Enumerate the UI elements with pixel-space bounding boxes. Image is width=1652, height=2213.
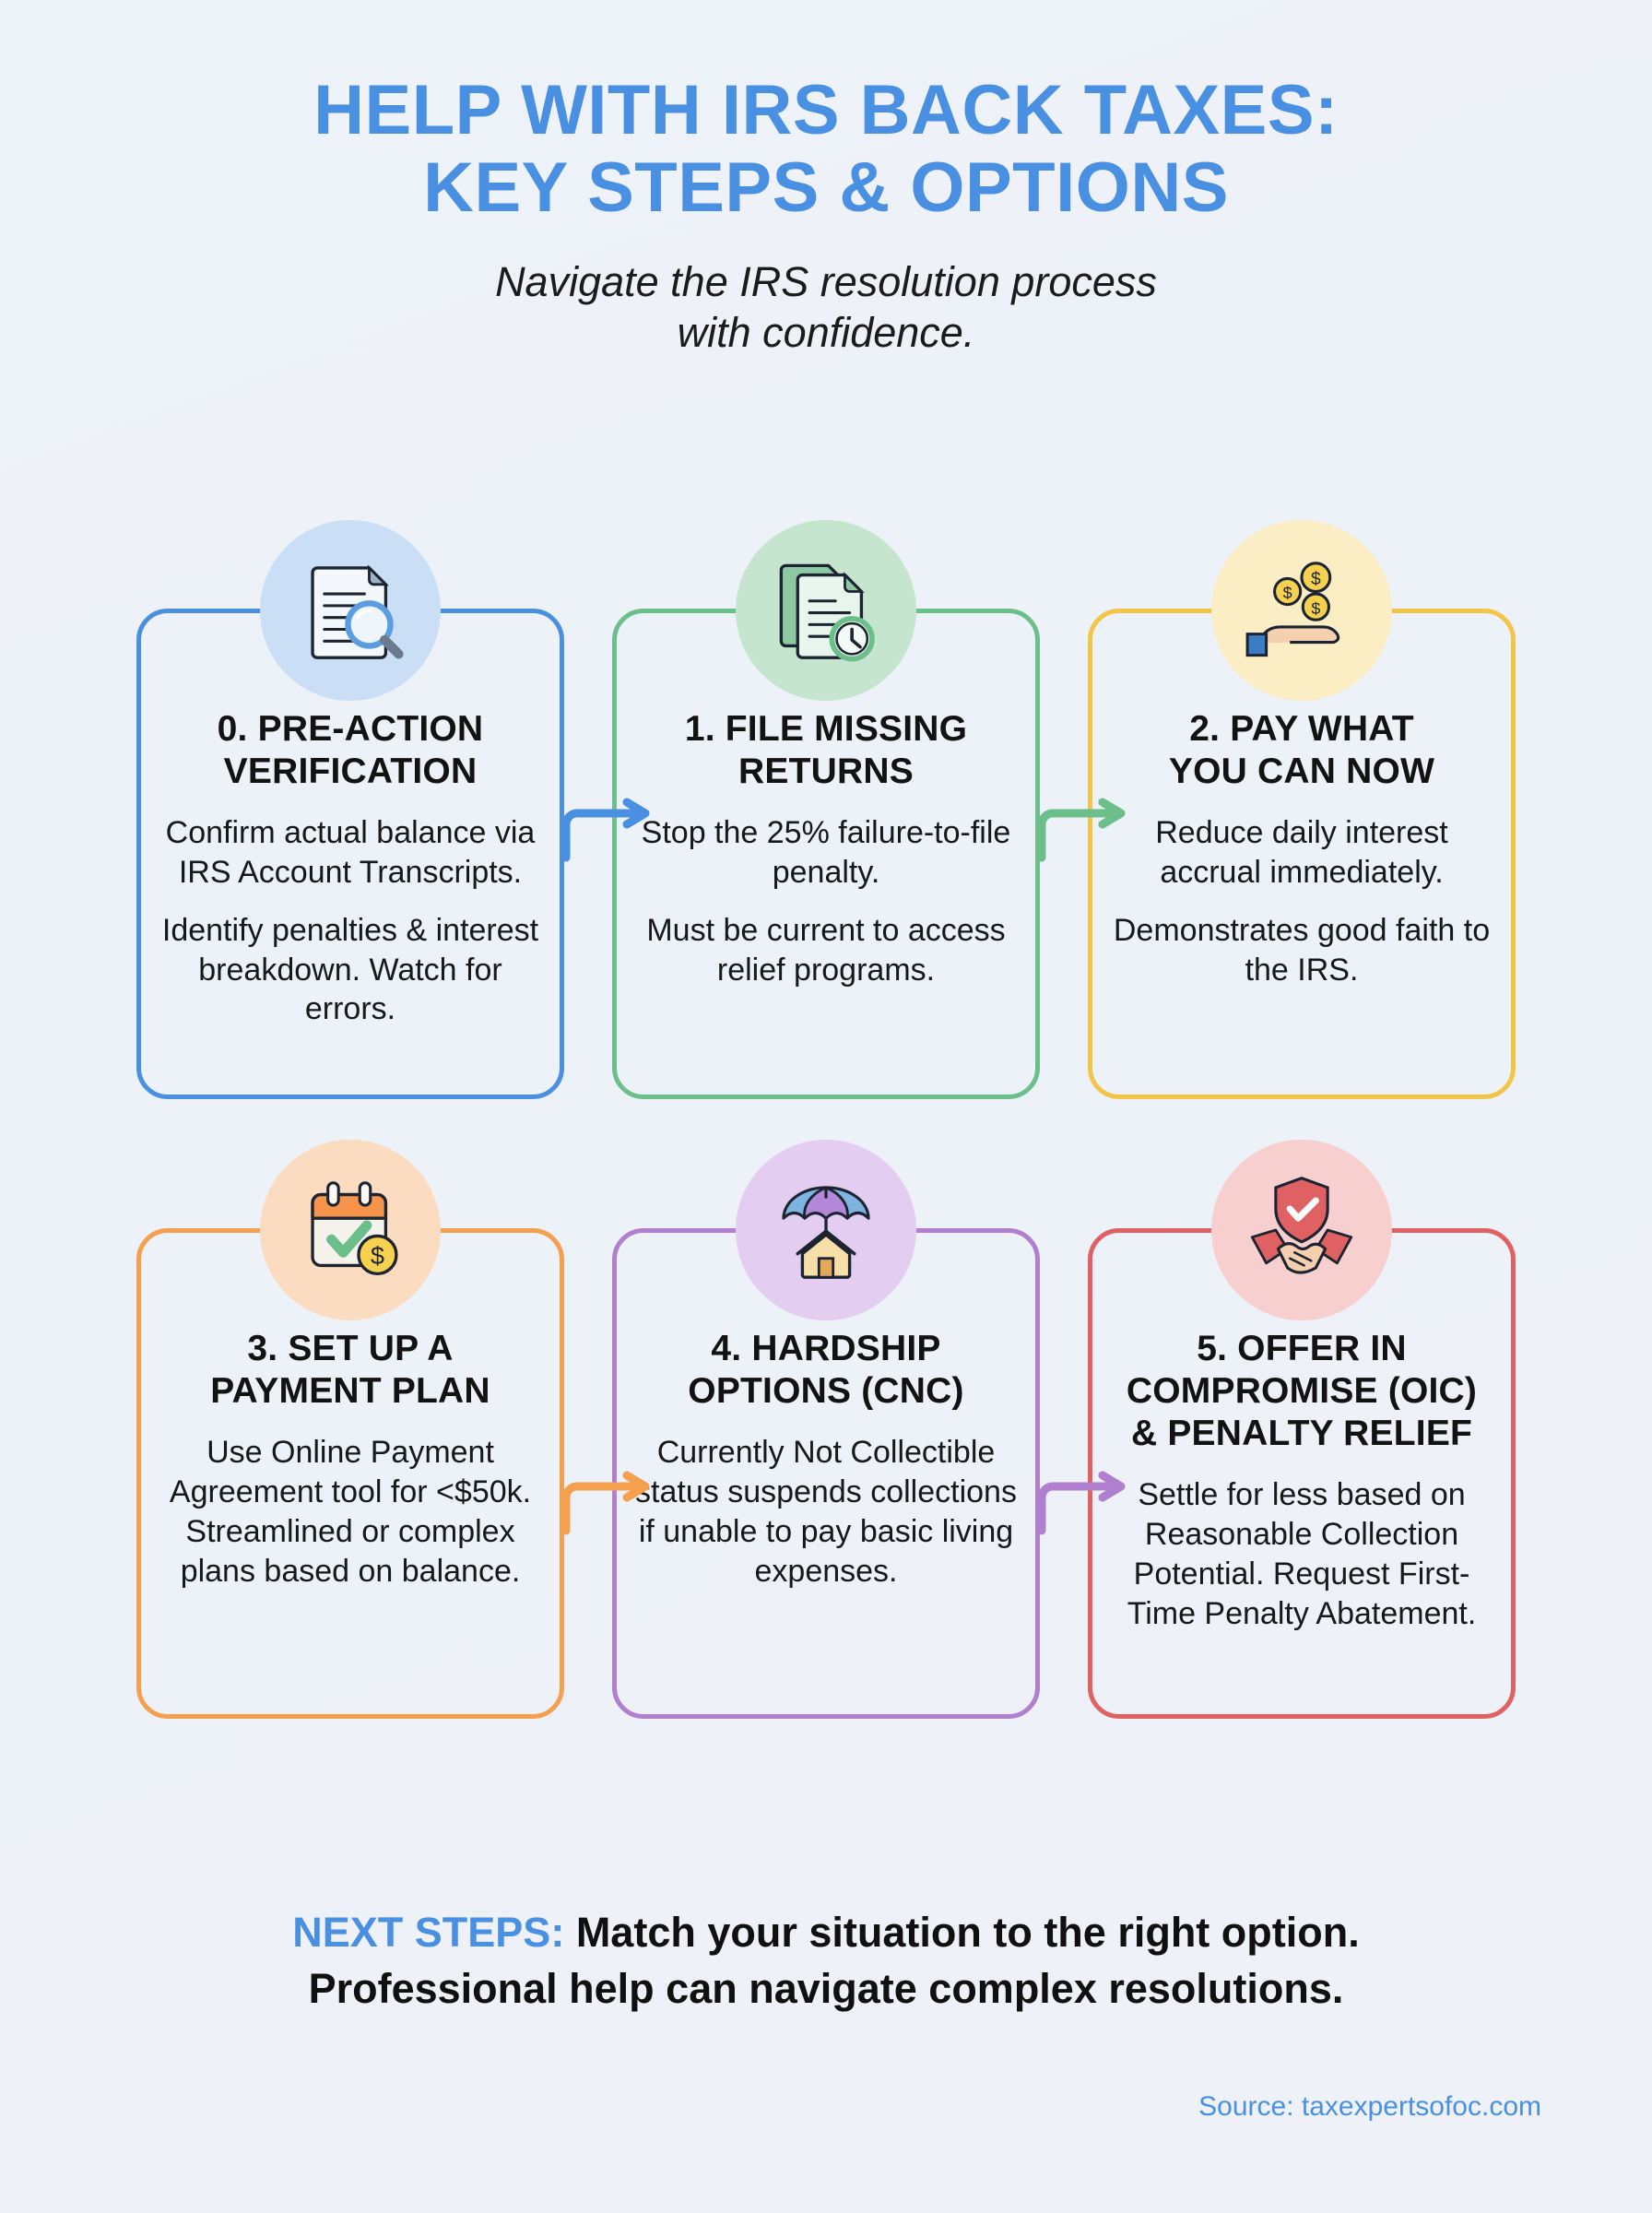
step-title-line-2: COMPROMISE (OIC) — [1126, 1371, 1478, 1412]
step-title-line-2: VERIFICATION — [223, 751, 478, 792]
step-title-5: 5. OFFER IN COMPROMISE (OIC) & PENALTY R… — [1108, 1328, 1495, 1455]
step-title-line-2: RETURNS — [738, 751, 914, 792]
step-title-4: 4. HARDSHIP OPTIONS (CNC) — [632, 1328, 1020, 1413]
step-para-1-2: Must be current to access relief program… — [646, 912, 1006, 988]
step-para-5-1: Settle for less based on Reasonable Coll… — [1127, 1477, 1477, 1631]
handshake-shield-icon — [1211, 1140, 1392, 1320]
svg-text:$: $ — [1283, 584, 1292, 602]
step-title-line-1: 4. HARDSHIP — [711, 1329, 941, 1368]
step-card-body-1: 1. FILE MISSING RETURNS Stop the 25% fai… — [612, 708, 1040, 989]
svg-text:$: $ — [371, 1242, 384, 1270]
step-para-0-1: Confirm actual balance via IRS Account T… — [165, 815, 536, 890]
step-title-line-1: 2. PAY WHAT — [1189, 709, 1414, 749]
step-title-3: 3. SET UP A PAYMENT PLAN — [157, 1328, 544, 1413]
svg-text:$: $ — [1311, 570, 1321, 589]
step-card-body-5: 5. OFFER IN COMPROMISE (OIC) & PENALTY R… — [1088, 1328, 1516, 1633]
step-title-line-2: YOU CAN NOW — [1168, 751, 1435, 792]
step-para-1-1: Stop the 25% failure-to-file penalty. — [641, 815, 1011, 890]
step-title-0: 0. PRE-ACTION VERIFICATION — [157, 708, 544, 793]
svg-text:$: $ — [1311, 599, 1320, 618]
step-para-2-1: Reduce daily interest accrual immediatel… — [1155, 815, 1448, 890]
umbrella-house-icon — [736, 1140, 916, 1320]
step-title-line-3: & PENALTY RELIEF — [1130, 1414, 1473, 1454]
page-title: HELP WITH IRS BACK TAXES: KEY STEPS & OP… — [0, 72, 1652, 226]
page-subtitle: Navigate the IRS resolution process with… — [0, 257, 1652, 359]
documents-clock-icon — [736, 520, 916, 701]
step-card-body-4: 4. HARDSHIP OPTIONS (CNC) Currently Not … — [612, 1328, 1040, 1591]
step-card-body-3: 3. SET UP A PAYMENT PLAN Use Online Paym… — [136, 1328, 564, 1591]
source-attribution: Source: taxexpertsofoc.com — [1198, 2091, 1541, 2122]
step-cell-3: $ 3. SET UP A PAYMENT PLAN Use Online Pa… — [136, 1140, 564, 1719]
title-line-1: HELP WITH IRS BACK TAXES: — [313, 71, 1339, 149]
step-para-3-1: Use Online Payment Agreement tool for <$… — [169, 1435, 532, 1589]
step-para-4-1: Currently Not Collectible status suspend… — [635, 1435, 1017, 1589]
step-card-body-2: 2. PAY WHAT YOU CAN NOW Reduce daily int… — [1088, 708, 1516, 989]
steps-grid: 0. PRE-ACTION VERIFICATION Confirm actua… — [136, 520, 1516, 1719]
step-title-line-1: 5. OFFER IN — [1197, 1329, 1407, 1368]
step-cell-4: 4. HARDSHIP OPTIONS (CNC) Currently Not … — [612, 1140, 1040, 1719]
step-cell-5: 5. OFFER IN COMPROMISE (OIC) & PENALTY R… — [1088, 1140, 1516, 1719]
subtitle-line-2: with confidence. — [677, 309, 975, 357]
step-title-1: 1. FILE MISSING RETURNS — [632, 708, 1020, 793]
document-magnifier-icon — [260, 520, 441, 701]
footer-line-1-rest: Match your situation to the right option… — [564, 1909, 1360, 1956]
title-line-2: KEY STEPS & OPTIONS — [423, 148, 1229, 227]
step-title-line-2: PAYMENT PLAN — [210, 1371, 490, 1412]
footer: NEXT STEPS: Match your situation to the … — [0, 1904, 1652, 2017]
step-para-2-2: Demonstrates good faith to the IRS. — [1113, 912, 1491, 988]
step-title-line-1: 3. SET UP A — [247, 1329, 454, 1368]
step-title-line-1: 1. FILE MISSING — [684, 709, 968, 749]
step-title-line-1: 0. PRE-ACTION — [217, 709, 484, 749]
step-para-0-2: Identify penalties & interest breakdown.… — [161, 912, 539, 1027]
header: HELP WITH IRS BACK TAXES: KEY STEPS & OP… — [0, 0, 1652, 359]
next-steps-label: NEXT STEPS: — [292, 1909, 565, 1956]
footer-line-1: NEXT STEPS: Match your situation to the … — [0, 1904, 1652, 1960]
subtitle-line-1: Navigate the IRS resolution process — [495, 258, 1157, 306]
calendar-check-dollar-icon: $ — [260, 1140, 441, 1320]
hand-coins-icon: $ $ $ — [1211, 520, 1392, 701]
step-cell-2: $ $ $ 2. PAY WHAT YOU CAN NOW Reduce dai… — [1088, 520, 1516, 1099]
step-title-line-2: OPTIONS (CNC) — [688, 1371, 964, 1412]
step-card-body-0: 0. PRE-ACTION VERIFICATION Confirm actua… — [136, 708, 564, 1029]
footer-line-2: Professional help can navigate complex r… — [308, 1965, 1344, 2013]
step-cell-0: 0. PRE-ACTION VERIFICATION Confirm actua… — [136, 520, 564, 1099]
step-title-2: 2. PAY WHAT YOU CAN NOW — [1108, 708, 1495, 793]
step-cell-1: 1. FILE MISSING RETURNS Stop the 25% fai… — [612, 520, 1040, 1099]
